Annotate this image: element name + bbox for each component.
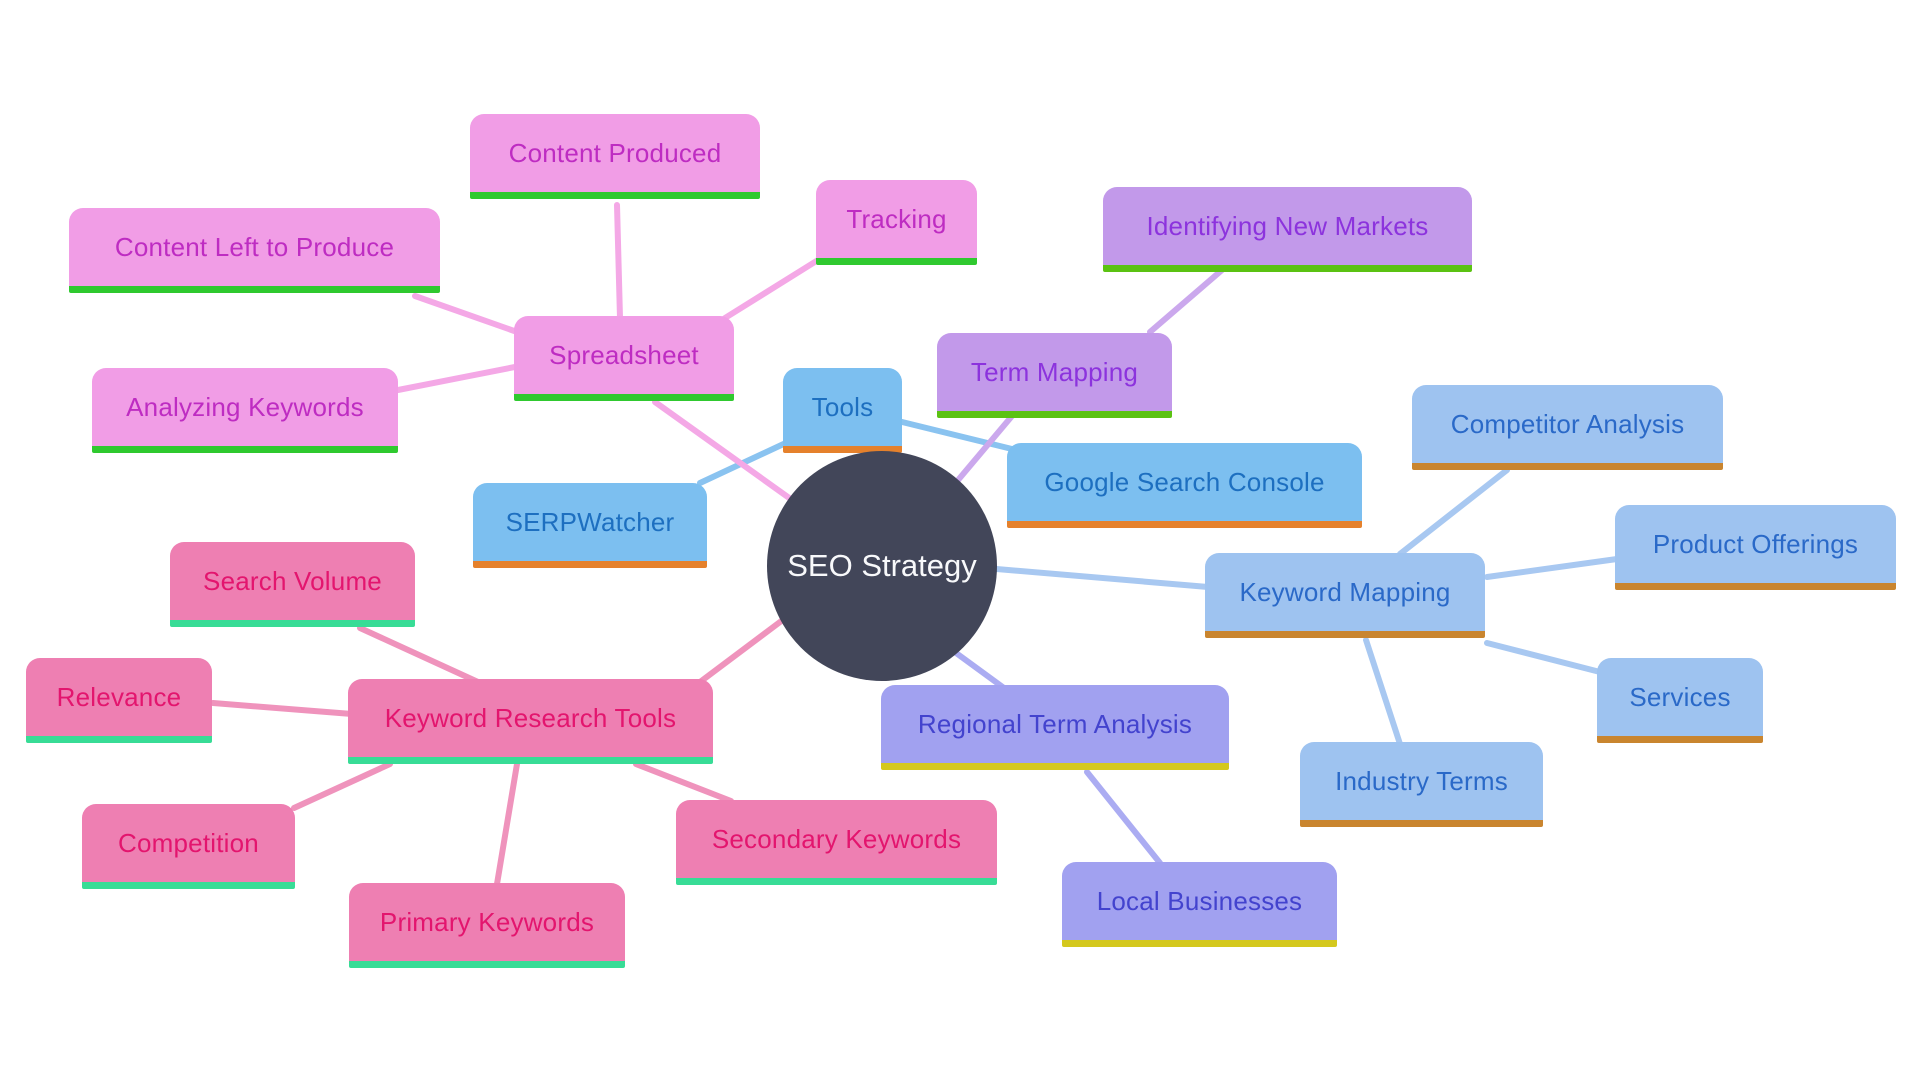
node-local-businesses[interactable]: Local Businesses xyxy=(1062,862,1337,947)
edge-keyword-mapping-services xyxy=(1484,640,1603,675)
node-competition[interactable]: Competition xyxy=(82,804,295,889)
node-primary-keywords[interactable]: Primary Keywords xyxy=(349,883,625,968)
edge-center-keyword-mapping xyxy=(982,565,1211,590)
edge-tools-google-search-console xyxy=(895,418,1015,452)
edge-term-mapping-identifying-new-markets xyxy=(1147,267,1225,335)
node-content-produced[interactable]: Content Produced xyxy=(470,114,760,199)
node-serpwatcher[interactable]: SERPWatcher xyxy=(473,483,707,568)
edge-content-produced-spreadsheet xyxy=(614,202,623,321)
node-spreadsheet[interactable]: Spreadsheet xyxy=(514,316,734,401)
node-tracking[interactable]: Tracking xyxy=(816,180,977,265)
node-keyword-research-tools[interactable]: Keyword Research Tools xyxy=(348,679,713,764)
edge-keyword-mapping-competitor-analysis xyxy=(1397,467,1510,557)
central-node-seo-strategy[interactable]: SEO Strategy xyxy=(767,451,997,681)
edge-search-volume-keyword-research-tools xyxy=(357,625,481,685)
node-product-offerings[interactable]: Product Offerings xyxy=(1615,505,1896,590)
edge-tracking-spreadsheet xyxy=(722,257,821,321)
node-industry-terms[interactable]: Industry Terms xyxy=(1300,742,1543,827)
node-analyzing-keywords[interactable]: Analyzing Keywords xyxy=(92,368,398,453)
node-competitor-analysis[interactable]: Competitor Analysis xyxy=(1412,385,1723,470)
node-relevance[interactable]: Relevance xyxy=(26,658,212,743)
edge-keyword-mapping-product-offerings xyxy=(1484,556,1620,580)
node-identifying-new-markets[interactable]: Identifying New Markets xyxy=(1103,187,1472,272)
edge-regional-term-analysis-local-businesses xyxy=(1084,769,1163,866)
edge-center-regional-term-analysis xyxy=(949,647,1007,691)
edge-spreadsheet-center xyxy=(652,399,809,513)
node-content-left-to-produce[interactable]: Content Left to Produce xyxy=(69,208,440,293)
edge-keyword-mapping-industry-terms xyxy=(1363,637,1403,747)
node-search-volume[interactable]: Search Volume xyxy=(170,542,415,627)
node-keyword-mapping[interactable]: Keyword Mapping xyxy=(1205,553,1485,638)
node-secondary-keywords[interactable]: Secondary Keywords xyxy=(676,800,997,885)
edge-keyword-research-tools-secondary-keywords xyxy=(633,761,734,804)
edge-keyword-research-tools-competition xyxy=(291,761,393,811)
edge-keyword-research-tools-center xyxy=(697,613,791,685)
edge-keyword-research-tools-primary-keywords xyxy=(494,761,520,887)
edge-relevance-keyword-research-tools xyxy=(210,700,355,717)
edge-serpwatcher-tools xyxy=(697,438,793,486)
edge-analyzing-keywords-spreadsheet xyxy=(395,363,523,393)
node-tools[interactable]: Tools xyxy=(783,368,902,453)
node-services[interactable]: Services xyxy=(1597,658,1763,743)
edge-content-left-to-produce-spreadsheet xyxy=(412,293,523,336)
node-regional-term-analysis[interactable]: Regional Term Analysis xyxy=(881,685,1229,770)
node-term-mapping[interactable]: Term Mapping xyxy=(937,333,1172,418)
node-google-search-console[interactable]: Google Search Console xyxy=(1007,443,1362,528)
